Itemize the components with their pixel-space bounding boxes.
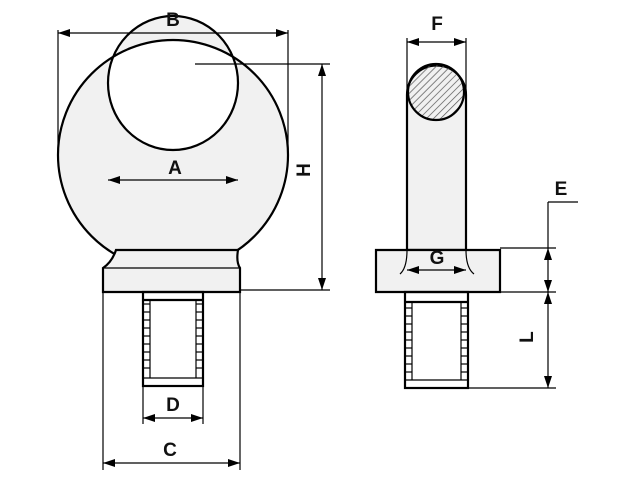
dimension-f: F bbox=[406, 14, 467, 95]
label-f: F bbox=[431, 14, 443, 35]
label-c: C bbox=[163, 440, 177, 461]
dimension-g: G bbox=[407, 248, 466, 274]
dimension-l: L bbox=[468, 292, 556, 389]
dimension-e: E bbox=[500, 179, 578, 293]
dimension-c: C bbox=[102, 292, 241, 470]
label-e: E bbox=[555, 179, 568, 200]
label-d: D bbox=[166, 395, 180, 416]
side-view: F G E L bbox=[374, 14, 578, 390]
collar bbox=[101, 248, 242, 294]
label-h: H bbox=[294, 163, 315, 177]
label-a: A bbox=[168, 158, 182, 179]
label-b: B bbox=[166, 10, 180, 31]
threaded-shank bbox=[141, 290, 205, 388]
dimension-d: D bbox=[142, 386, 204, 424]
dimension-b: B bbox=[57, 10, 289, 150]
dimension-a: A bbox=[108, 158, 238, 184]
label-g: G bbox=[430, 248, 445, 269]
label-l: L bbox=[517, 331, 538, 343]
eye-ring bbox=[56, 14, 290, 272]
section-hatch bbox=[406, 62, 466, 122]
dimension-h: H bbox=[195, 63, 330, 291]
threaded-shank-side bbox=[403, 290, 470, 390]
front-view: B A H D bbox=[56, 10, 330, 470]
